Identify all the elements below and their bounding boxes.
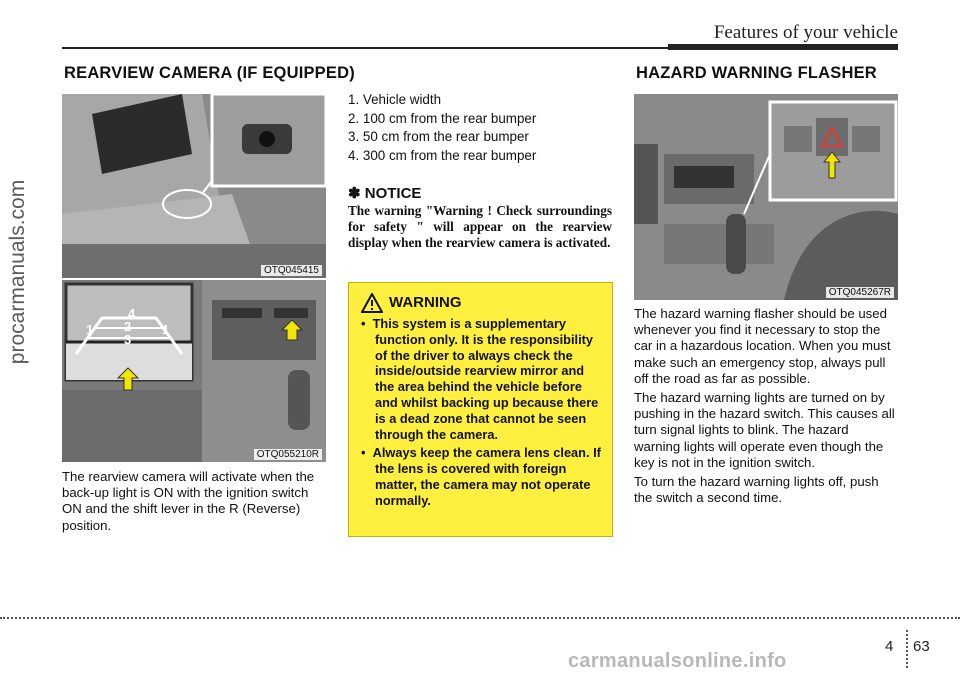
warning-triangle-icon [360,291,384,318]
rearview-display-photo: 4 2 3 1 1 OTQ055210R [62,280,326,462]
rearview-camera-heading: REARVIEW CAMERA (IF EQUIPPED) [64,64,355,82]
distance-label-4: 4 [128,306,136,321]
list-item: 4. 300 cm from the rear bumper [348,147,537,163]
photo-caption: OTQ045267R [825,287,894,298]
warning-item: • This system is a supplementary functio… [361,316,599,442]
warning-item-text: This system is a supplementary function … [372,316,599,442]
distance-guide-list: 1. Vehicle width 2. 100 cm from the rear… [348,91,612,165]
paragraph: The hazard warning lights are turned on … [634,390,895,470]
warning-list: • This system is a supplementary functio… [353,316,603,512]
tailgate-illustration [62,94,326,278]
header-rule [62,47,898,49]
warning-item: • Always keep the camera lens clean. If … [361,445,601,508]
console-illustration [634,94,898,300]
distance-label-2: 2 [124,319,132,334]
dashboard-illustration [62,280,326,462]
page-number: 63 [913,638,930,655]
paragraph: To turn the hazard warning lights off, p… [634,474,879,506]
rear-tailgate-photo: OTQ045415 [62,94,326,278]
hazard-flasher-text: The hazard warning flasher should be use… [634,306,898,506]
warning-heading: WARNING [389,294,462,311]
warning-box: WARNING • This system is a supplementary… [348,282,613,537]
distance-label-3: 3 [124,332,132,347]
hazard-switch-photo: OTQ045267R [634,94,898,300]
notice-body: The warning "Warning ! Check surrounding… [348,203,612,250]
bottom-watermark: carmanualsonline.info [568,650,787,672]
list-item: 3. 50 cm from the rear bumper [348,129,529,144]
list-item: 1. Vehicle width [348,92,442,107]
side-watermark: procarmanuals.com [6,179,29,365]
footer-dotted-rule [0,617,960,619]
running-header-title: Features of your vehicle [713,22,898,43]
photo-caption: OTQ045415 [260,265,322,276]
warning-item-text: Always keep the camera lens clean. If th… [372,445,601,508]
rearview-camera-description: The rearview camera will activate when t… [62,469,315,533]
paragraph: The hazard warning flasher should be use… [634,306,891,386]
list-item: 2. 100 cm from the rear bumper [348,110,537,126]
hazard-flasher-heading: HAZARD WARNING FLASHER [636,64,877,82]
page-number-divider [906,630,908,668]
notice-heading: ✽ NOTICE [348,185,422,202]
width-label-right: 1 [162,322,170,337]
chapter-number: 4 [885,638,894,655]
photo-caption: OTQ055210R [253,449,322,460]
width-label-left: 1 [86,322,94,337]
